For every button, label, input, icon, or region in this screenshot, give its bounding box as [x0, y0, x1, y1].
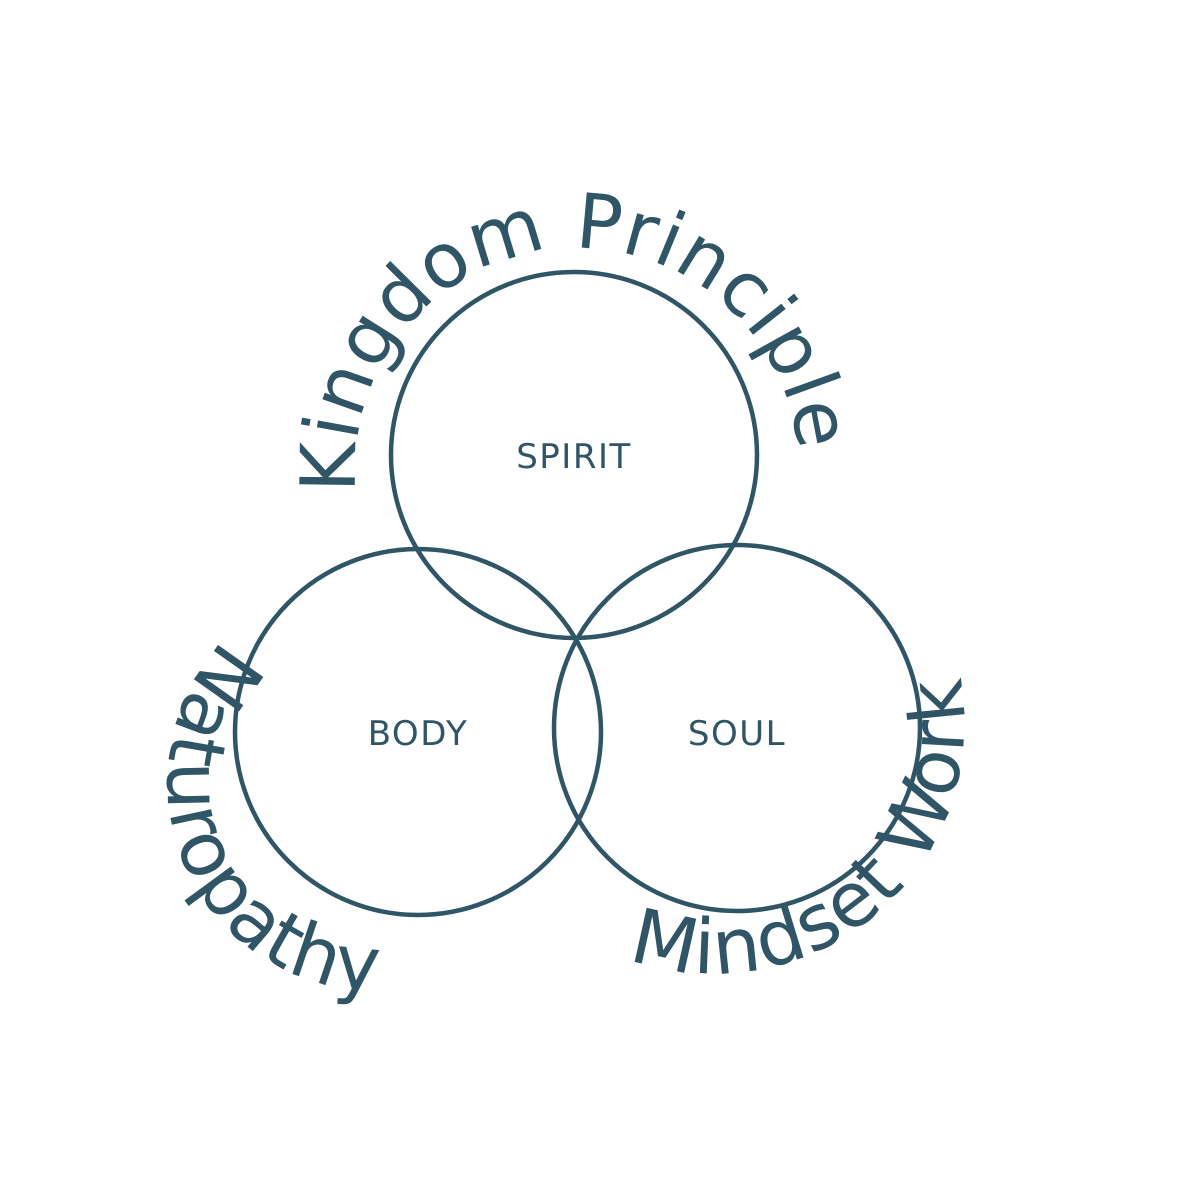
arc-labels: Kingdom Principles Naturopathy Mindset W…: [0, 0, 983, 1010]
kingdom-principles-arc-label: Kingdom Principles: [0, 0, 869, 493]
circle-labels: SPIRIT BODY SOUL: [368, 437, 786, 754]
soul-circle: [551, 542, 923, 914]
body-label: BODY: [368, 714, 469, 754]
venn-circles: [232, 269, 923, 918]
soul-label: SOUL: [688, 714, 786, 754]
mindset-work-arc-label: Mindset Work: [623, 674, 983, 992]
kingdom-principles-text: Kingdom Principles: [0, 0, 868, 493]
naturopathy-arc-label: Naturopathy: [149, 628, 385, 1009]
naturopathy-text: Naturopathy: [149, 628, 384, 1009]
mindset-work-text: Mindset Work: [623, 674, 982, 992]
body-circle: [232, 546, 604, 918]
spirit-label: SPIRIT: [516, 437, 632, 477]
